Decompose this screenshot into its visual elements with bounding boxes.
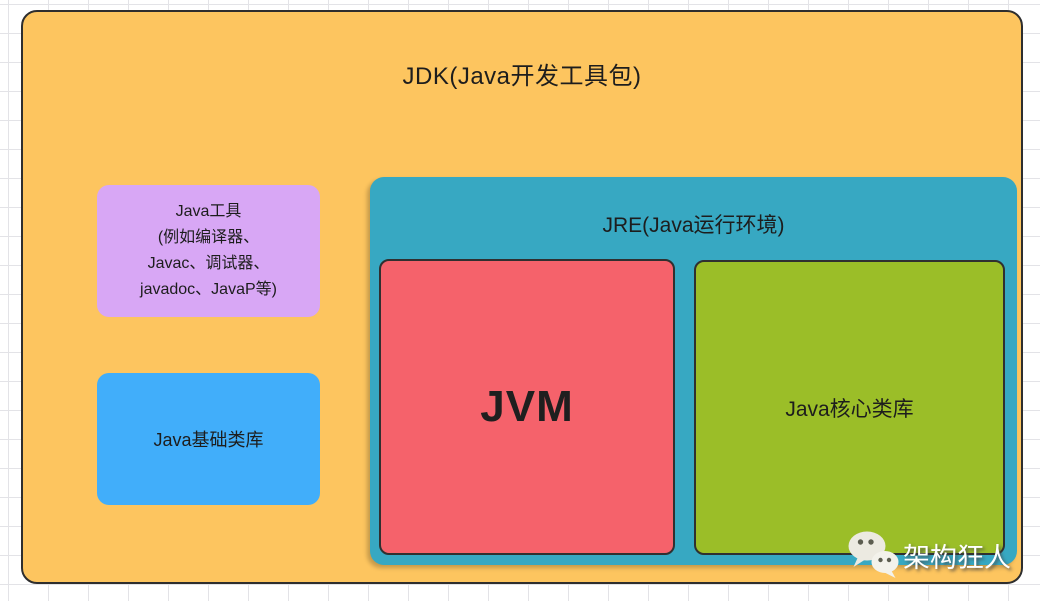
java-base-library-box: Java基础类库 [97,373,320,505]
watermark: 架构狂人 [846,528,1011,582]
wechat-icon [848,531,899,578]
java-tools-line: (例如编译器、 [157,229,260,246]
java-base-library-label: Java基础类库 [153,430,264,450]
jre-title: JRE(Java运行环境) [602,214,785,237]
jvm-box: JVM [379,259,675,555]
jdk-container-box: JDK(Java开发工具包) Java工具 (例如编译器、 Javac、调试器、… [21,10,1023,584]
java-core-library-box: Java核心类库 [694,260,1005,555]
watermark-text: 架构狂人 [903,542,1011,573]
jre-container-box: JRE(Java运行环境) JVM Java核心类库 [370,177,1017,565]
jvm-label: JVM [480,382,574,431]
jdk-title: JDK(Java开发工具包) [402,63,642,90]
java-tools-line: Javac、调试器、 [147,255,270,272]
java-tools-line: javadoc、JavaP等) [140,281,277,298]
java-core-library-label: Java核心类库 [785,397,914,421]
java-tools-line: Java工具 [175,203,242,220]
java-tools-box: Java工具 (例如编译器、 Javac、调试器、 javadoc、JavaP等… [97,185,320,317]
